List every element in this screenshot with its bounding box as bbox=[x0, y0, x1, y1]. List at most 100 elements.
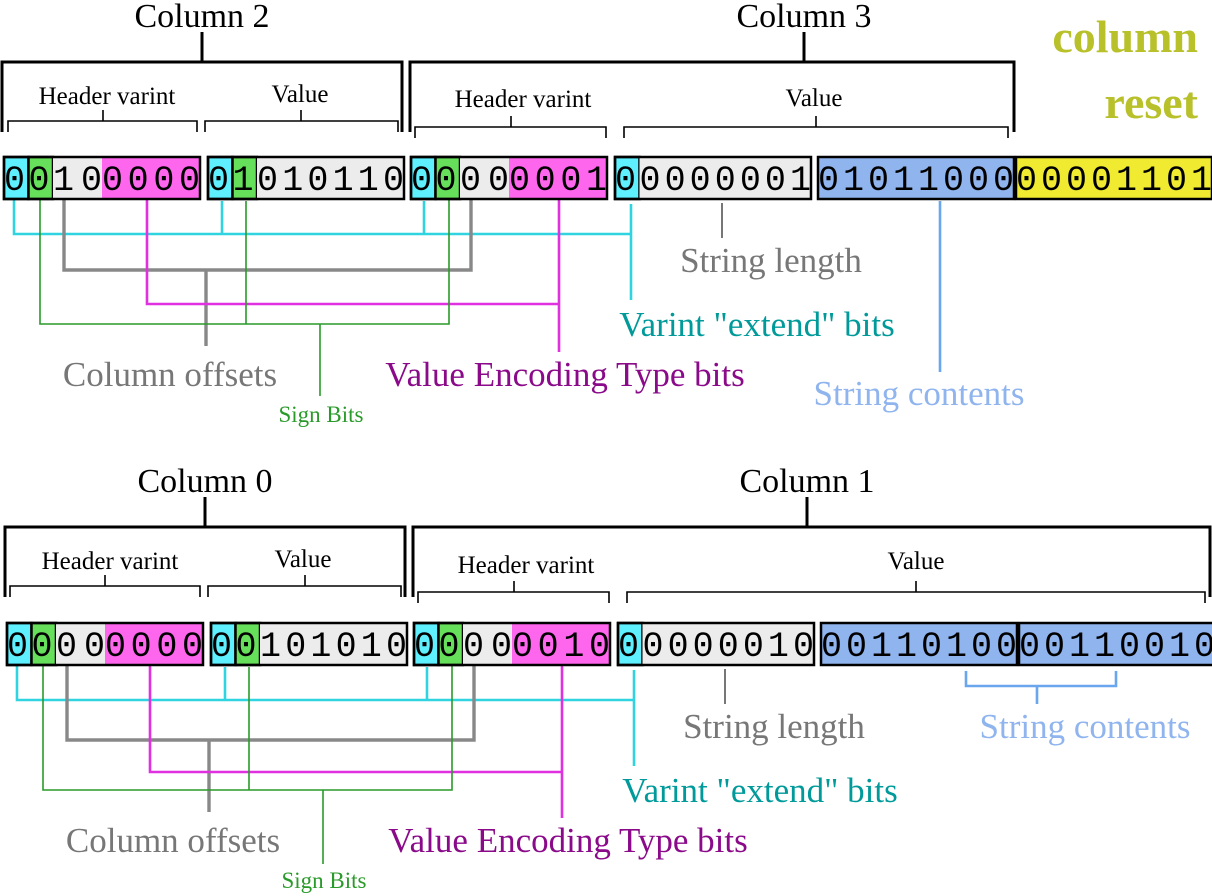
bottom-byte-4-extend-segment bbox=[618, 623, 643, 665]
top-byte-1-encoding-segment bbox=[102, 157, 200, 199]
string-contents-label-bottom: String contents bbox=[980, 707, 1191, 746]
bottom-byte-1-extend-segment bbox=[7, 623, 32, 665]
bottom-byte-3-extend-segment bbox=[414, 623, 439, 665]
top-byte-6-reset-segment bbox=[1016, 157, 1212, 199]
header-varint-bracket-col1 bbox=[417, 581, 610, 603]
top-byte-1-sign-bits: 0 bbox=[29, 161, 50, 201]
column-2-bracket bbox=[0, 32, 404, 132]
column-3-label: Column 3 bbox=[736, 0, 871, 35]
top-byte-2-sign-bits: 1 bbox=[233, 161, 254, 201]
value-bracket-col2 bbox=[204, 110, 399, 132]
bottom-byte-4-plain-segment bbox=[642, 623, 814, 665]
header-varint-bracket-col0 bbox=[9, 575, 201, 597]
encoding-bits-label: Value Encoding Type bits bbox=[385, 355, 745, 394]
value-label-col0: Value bbox=[275, 546, 332, 573]
top-byte-3-sign-segment bbox=[435, 157, 460, 199]
value-bracket-col1 bbox=[626, 581, 1206, 603]
bottom-byte-2-sign-segment bbox=[235, 623, 260, 665]
bottom-byte-2-frame bbox=[209, 621, 409, 667]
top-byte-2-extend-segment bbox=[208, 157, 233, 199]
bottom-byte-6-string-segment bbox=[1019, 623, 1212, 665]
bottom-byte-4-frame bbox=[616, 621, 816, 667]
column-offsets-connector bbox=[62, 199, 473, 346]
value-bracket-col3 bbox=[623, 116, 1009, 138]
column-1-label: Column 1 bbox=[739, 463, 874, 500]
top-byte-3-extend-segment bbox=[411, 157, 436, 199]
header-varint-label-col3: Header varint bbox=[455, 86, 592, 113]
bottom-byte-1-encoding-segment bbox=[105, 623, 203, 665]
top-byte-2-extend-bits: 0 bbox=[208, 161, 229, 201]
encoding-bits-connector bbox=[145, 199, 561, 352]
encoding-bits-label-bottom: Value Encoding Type bits bbox=[388, 821, 748, 860]
top-byte-1-extend-bits: 0 bbox=[4, 161, 25, 201]
top-byte-1-sign-segment bbox=[28, 157, 53, 199]
column-3-bracket bbox=[408, 32, 1016, 132]
column-reset-label-line1: column bbox=[1052, 11, 1198, 62]
column-0-label: Column 0 bbox=[137, 463, 272, 500]
header-varint-label-col2: Header varint bbox=[39, 83, 176, 110]
header-varint-label-col1: Header varint bbox=[458, 552, 595, 579]
column-1-bracket bbox=[411, 497, 1212, 597]
extend-bits-connector bbox=[12, 198, 633, 300]
top-byte-2-plain-segment bbox=[257, 157, 404, 199]
bottom-byte-2-plain-segment bbox=[260, 623, 407, 665]
value-label-col2: Value bbox=[272, 81, 329, 108]
header-varint-bracket-col2 bbox=[7, 110, 198, 132]
string-length-label-bottom: String length bbox=[683, 707, 865, 746]
top-byte-3-sign-bits: 0 bbox=[436, 161, 457, 201]
bottom-byte-5-frame bbox=[819, 621, 1019, 667]
string-contents-connector-bottom bbox=[964, 671, 1118, 704]
top-byte-2-sign-segment bbox=[232, 157, 257, 199]
top-byte-5-frame bbox=[816, 155, 1016, 201]
column-2-label: Column 2 bbox=[134, 0, 269, 35]
value-label-col1: Value bbox=[888, 548, 945, 575]
top-byte-4-frame bbox=[613, 155, 813, 201]
bottom-byte-3-offset-segment bbox=[463, 623, 512, 665]
bottom-byte-4-extend-bits: 0 bbox=[618, 627, 639, 667]
value-label-col3: Value bbox=[786, 85, 843, 112]
bottom-byte-2-extend-bits: 0 bbox=[211, 627, 232, 667]
bottom-byte-3-sign-segment bbox=[438, 623, 463, 665]
column-reset-label-line2: reset bbox=[1104, 77, 1198, 128]
column-0-bracket bbox=[3, 497, 407, 597]
top-byte-5-string-segment bbox=[818, 157, 1014, 199]
bottom-byte-2-sign-bits: 0 bbox=[236, 627, 257, 667]
bottom-byte-1-sign-bits: 0 bbox=[32, 627, 53, 667]
value-bracket-col0 bbox=[207, 575, 402, 597]
bottom-byte-4-plain-bits: 0000010 bbox=[643, 627, 815, 667]
bottom-byte-5-string-segment bbox=[821, 623, 1017, 665]
bottom-byte-3-sign-bits: 0 bbox=[439, 627, 460, 667]
sign-bits-connector-bottom bbox=[42, 665, 453, 864]
header-varint-bracket-col3 bbox=[414, 116, 607, 138]
column-offsets-label: Column offsets bbox=[63, 355, 277, 394]
top-byte-1-offset-segment bbox=[53, 157, 102, 199]
top-byte-4-extend-segment bbox=[615, 157, 640, 199]
top-byte-4-extend-bits: 0 bbox=[615, 161, 636, 201]
top-byte-3-offset-segment bbox=[460, 157, 509, 199]
top-byte-4-plain-bits: 0000001 bbox=[640, 161, 812, 201]
bottom-byte-3-encoding-segment bbox=[512, 623, 610, 665]
sign-bits-label-bottom: Sign Bits bbox=[281, 868, 366, 893]
top-byte-1-frame bbox=[2, 155, 202, 201]
encoding-bits-connector-bottom bbox=[148, 665, 564, 818]
bottom-byte-6-frame bbox=[1017, 621, 1212, 667]
column-offsets-label-bottom: Column offsets bbox=[66, 821, 280, 860]
extend-bits-label: Varint "extend" bits bbox=[619, 305, 894, 344]
header-varint-label-col0: Header varint bbox=[42, 548, 179, 575]
top-byte-3-frame bbox=[409, 155, 609, 201]
bottom-byte-1-extend-bits: 0 bbox=[7, 627, 28, 667]
bottom-byte-1-offset-segment bbox=[56, 623, 105, 665]
string-length-label: String length bbox=[680, 241, 862, 280]
extend-bits-label-bottom: Varint "extend" bits bbox=[622, 771, 897, 810]
bottom-byte-1-frame bbox=[5, 621, 205, 667]
column-offsets-connector-bottom bbox=[65, 665, 476, 812]
bottom-byte-1-sign-segment bbox=[31, 623, 56, 665]
sign-bits-connector bbox=[39, 199, 450, 396]
string-contents-label: String contents bbox=[814, 374, 1025, 413]
